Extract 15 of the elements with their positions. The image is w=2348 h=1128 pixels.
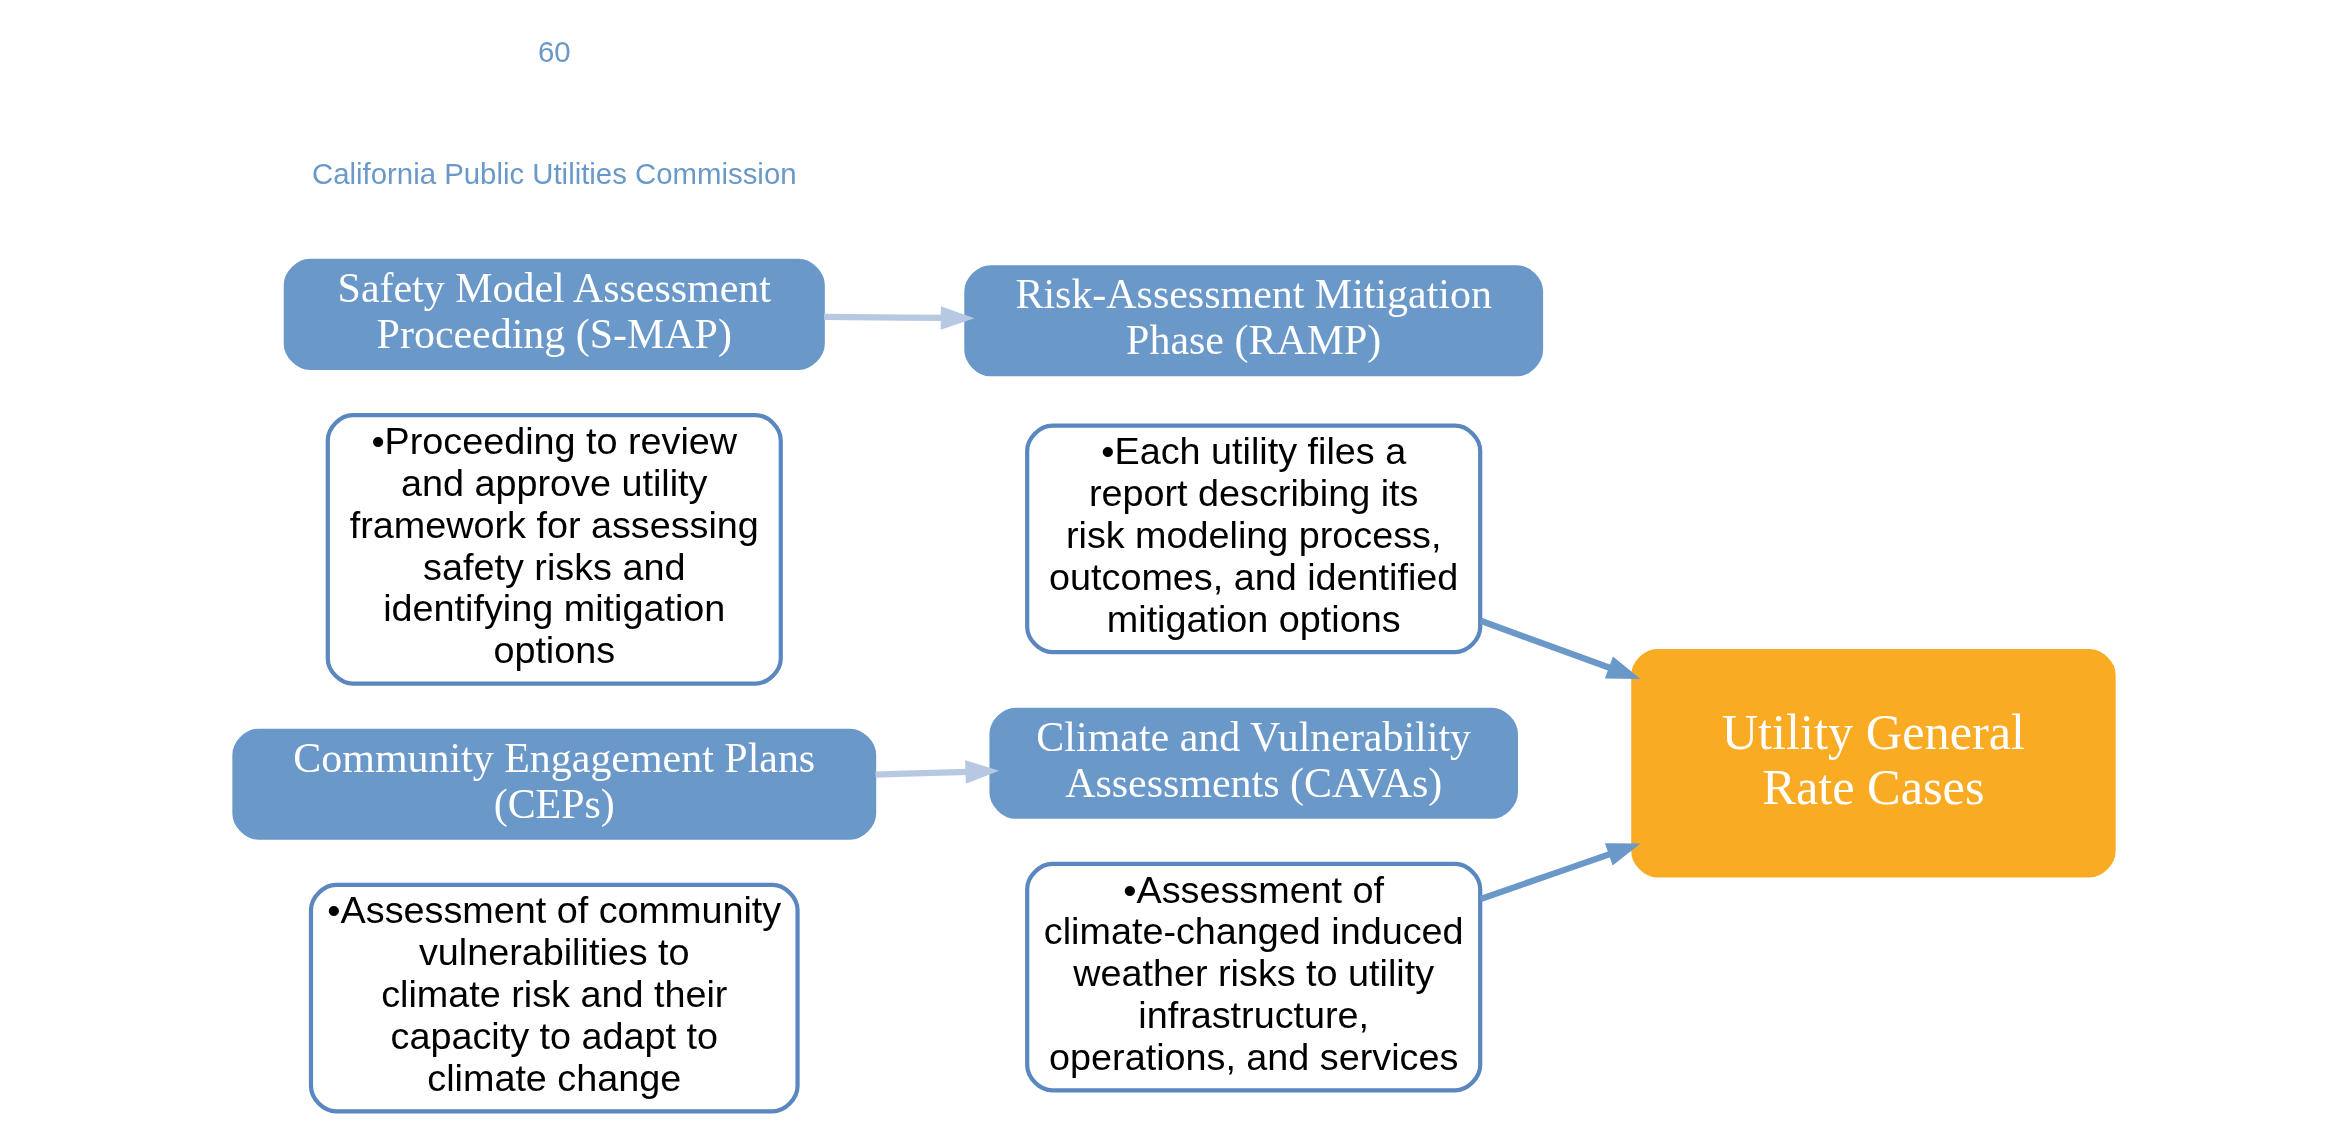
label: 60 — [537, 35, 571, 69]
label: California Public Utilities Commission — [311, 156, 797, 190]
node-box: •Proceeding to review and approve utility framework for assessing safety risks and identifying mitigation options — [325, 413, 783, 686]
node-box: •Assessment of community vulnerabilities to climate risk and their capacity to adapt to climate change — [308, 882, 800, 1114]
node-box: •Each utility files a report describing its risk modeling process, outcomes, and identified mitigation options — [1025, 423, 1483, 655]
node-box: Utility General Rate Cases — [1631, 648, 2116, 878]
node-box: Community Engagement Plans (CEPs) — [232, 728, 877, 840]
arrow — [1479, 617, 1641, 680]
arrow — [875, 760, 1000, 784]
arrow — [824, 306, 975, 330]
node-box: •Assessment of climate-changed induced weather risks to utility infrastructure, operations, and services — [1025, 861, 1483, 1093]
node-box: Safety Model Assessment Proceeding (S-MAP) — [283, 258, 825, 370]
node-box: Climate and Vulnerability Assessments (CAVAs) — [989, 707, 1518, 819]
node-box: Risk-Assessment Mitigation Phase (RAMP) — [964, 265, 1544, 377]
arrow — [1479, 843, 1641, 902]
